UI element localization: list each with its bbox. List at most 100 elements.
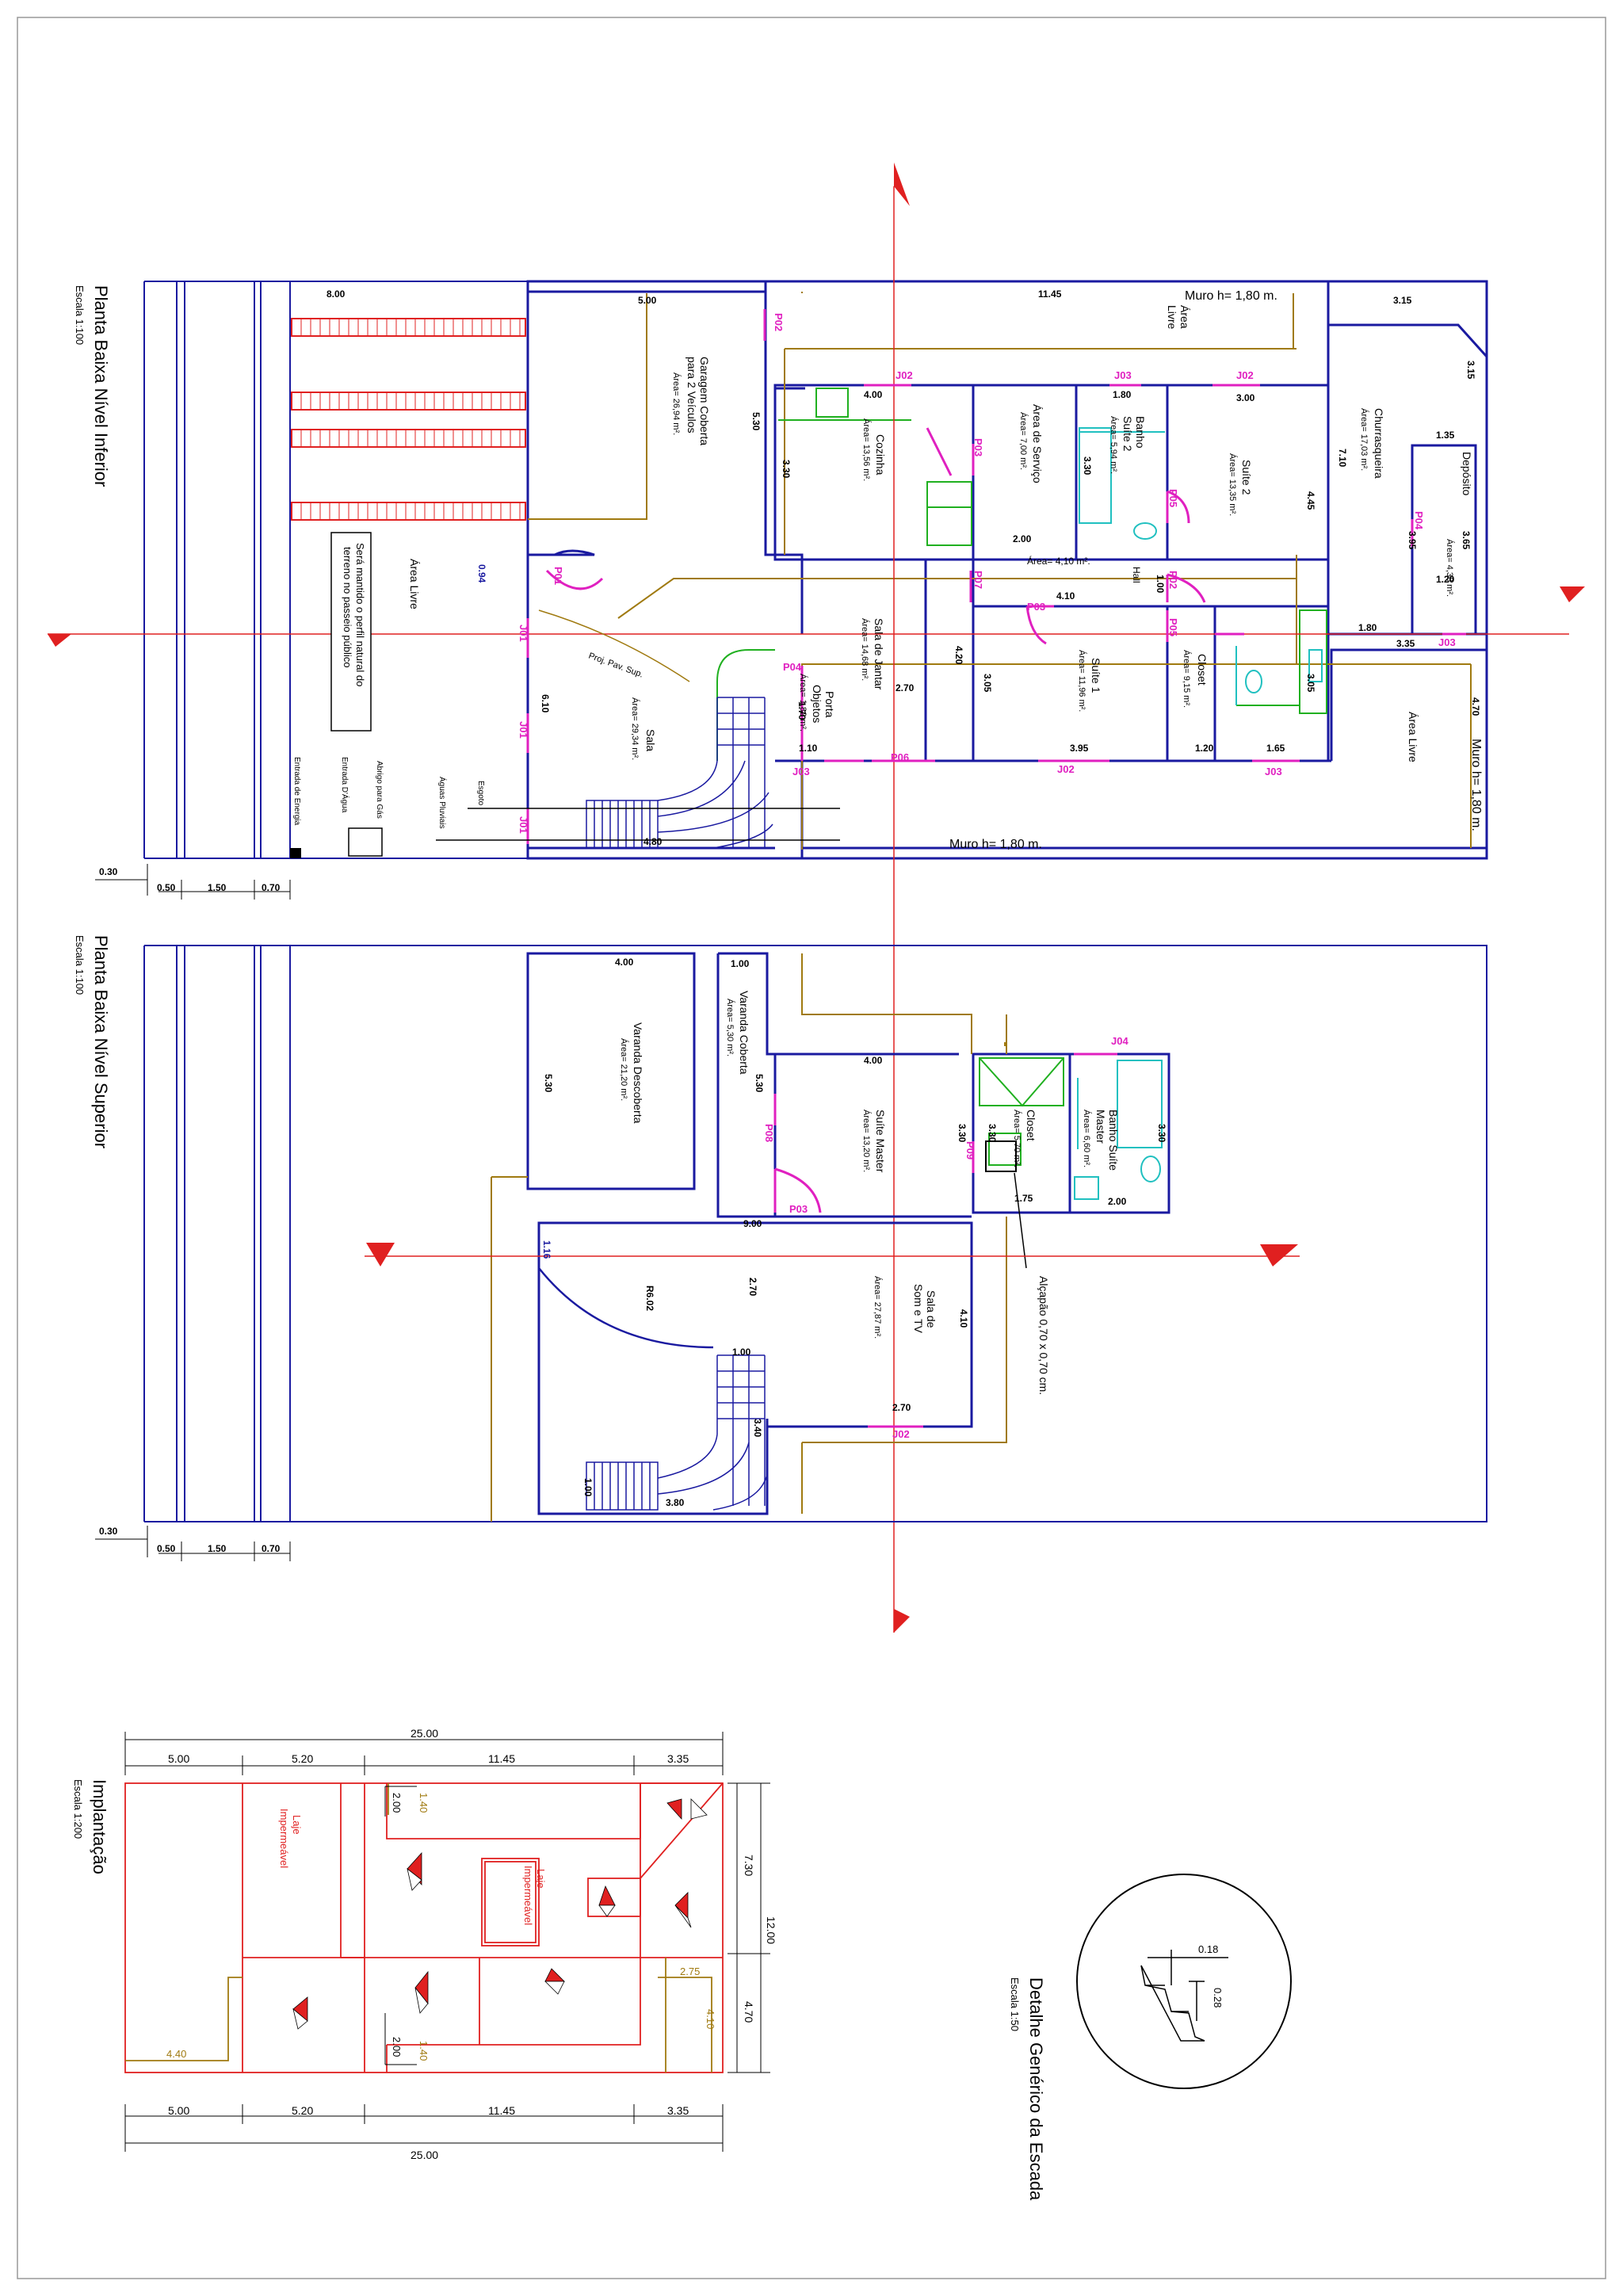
dim-4-00: 4.00 [864,389,883,400]
closet-master-label: Closet [1025,1110,1037,1141]
opening-p02: P02 [773,313,785,331]
opening-p05-a: P05 [1167,489,1179,507]
sala-label: Sala [644,729,657,751]
varanda-desc-label: Varanda Descoberta [632,1022,644,1124]
upper-bottom-dim-0-30: 0.30 [99,1526,118,1537]
up-dim-r6-02: R6.02 [644,1286,655,1311]
banho2-sub: Suíte 2 [1121,416,1134,452]
dim-11-45: 11.45 [1038,288,1062,300]
banho-master-sub: Master [1094,1110,1107,1144]
impl-bottom-11-45: 11.45 [488,2104,515,2117]
utility-esgoto: Esgoto [476,781,485,806]
up-dim-1-75: 1.75 [1014,1193,1033,1204]
opening-j01-b: J01 [517,721,529,739]
up-dim-3-40: 3.40 [752,1419,763,1438]
proj-pav-sup-label: Proj. Pav. Sup. [587,651,644,680]
laje1-l1: Laje [291,1815,303,1835]
up-opening-p09: P09 [964,1141,976,1159]
up-opening-j02: J02 [892,1428,910,1440]
lower-floor-scale: Escala 1:100 [74,285,86,345]
banho2-area: Área= 5,94 m². [1109,416,1119,474]
impl-inner-1-40-a: 1.40 [418,1793,430,1813]
up-dim-4-00-b: 4.00 [864,1055,883,1066]
impl-top-5-20: 5.20 [292,1752,313,1765]
dim-1-70: 1.70 [796,701,808,720]
opening-p04-a: P04 [1413,511,1425,530]
opening-p07: P07 [972,571,984,589]
porta-objetos-sub: Objetos [811,685,823,723]
dim-8-00: 8.00 [327,288,346,300]
impl-inner-4-40: 4.40 [166,2048,186,2060]
area-livre-right-label: Área Livre [1407,712,1419,762]
area-livre-top-label: Área [1178,305,1191,329]
up-dim-3-30-b: 3.30 [987,1124,998,1143]
opening-j01-c: J01 [517,816,529,834]
hall-label: Hall [1131,567,1142,583]
opening-j03-a: J03 [1114,369,1132,381]
upper-floor-plan: Planta Baixa Nível Superior Escala 1:100 [74,935,1487,1561]
dim-3-05-b: 3.05 [1305,674,1316,693]
servico-area: Área= 7,00 m². [1018,412,1029,470]
opening-j02-b: J02 [1236,369,1254,381]
stair-detail: Detalhe Genérico da Escada Escala 1:50 0… [1009,1874,1292,2201]
opening-p02-b: P02 [1167,571,1179,589]
upper-floor-title: Planta Baixa Nível Superior [91,935,111,1148]
dim-5-00: 5.00 [638,295,657,306]
sala-area: Área= 29,34 m². [630,697,640,760]
up-dim-1-00-c: 1.00 [582,1478,594,1497]
dim-1-20: 1.20 [1436,574,1455,585]
sala-som-label: Sala de [925,1290,938,1328]
dim-4-45: 4.45 [1305,491,1316,510]
jantar-label: Sala de Jantar [873,618,885,690]
suite1-label: Suíte 1 [1090,658,1102,693]
impl-top-total: 25.00 [411,1727,438,1740]
opening-p04-b: P04 [783,661,802,673]
implantacao-scale: Escala 1:200 [72,1779,84,1839]
up-dim-3-30-a: 3.30 [957,1124,968,1143]
garage-area: Área= 26,94 m². [671,372,682,435]
up-dim-9-00: 9.00 [743,1218,762,1229]
upper-bottom-dim-1-50: 1.50 [208,1543,227,1554]
impl-inner-2-75: 2.75 [680,1966,700,1977]
impl-inner-2-00-a: 2.00 [391,1793,403,1813]
up-dim-1-16: 1.16 [541,1240,552,1259]
banho2-label: Banho [1134,416,1147,449]
dim-2-70: 2.70 [896,682,915,693]
dim-6-10: 6.10 [540,694,551,713]
deposito-label: Depósito [1461,452,1473,495]
garage-sub: para 2 Veículos [685,357,698,434]
up-dim-2-70: 2.70 [747,1278,758,1297]
up-dim-1-00-b: 1.00 [732,1347,751,1358]
area-livre-left-label: Área Livre [408,559,421,609]
opening-p03-b: P03 [1027,601,1045,613]
impl-bottom-5-00: 5.00 [168,2104,189,2117]
upper-floor-scale: Escala 1:100 [74,935,86,995]
dim-0-94: 0.94 [476,564,487,583]
suite2-area: Área= 13,35 m². [1228,453,1238,516]
muro-top-label: Muro h= 1,80 m. [1185,289,1277,303]
opening-j01-a: J01 [517,625,529,642]
impl-inner-4-10: 4.10 [705,2009,716,2029]
opening-j02-a: J02 [896,369,913,381]
dim-4-80: 4.80 [643,836,663,847]
sala-som-area: Área= 27,87 m². [873,1276,883,1339]
suite-master-label: Suíte Master [874,1110,887,1173]
impl-inner-2-00-b: 2.00 [391,2037,403,2057]
up-dim-1-00: 1.00 [731,958,750,969]
cozinha-label: Cozinha [874,434,887,476]
dim-4-70: 4.70 [1470,697,1481,716]
opening-j03-b: J03 [1438,636,1456,648]
stair-detail-title: Detalhe Genérico da Escada [1026,1977,1046,2201]
implantacao-title: Implantação [90,1779,109,1874]
porta-objetos-label: Porta [823,691,836,718]
up-dim-5-30-b: 5.30 [754,1074,765,1093]
utility-gas: Abrigo para Gás [375,761,384,819]
up-dim-3-30-c: 3.30 [1156,1124,1167,1143]
dim-3-30-a: 3.30 [781,460,792,479]
laje2-l1: Laje [535,1869,547,1889]
dim-3-65: 3.65 [1461,531,1472,550]
dim-3-00: 3.00 [1236,392,1255,403]
implantacao-plan: Implantação Escala 1:200 [72,1727,777,2161]
utility-agua: Entrada D'Água [340,757,350,813]
porta-objetos-area: Área= 1,82 m². [798,674,808,732]
